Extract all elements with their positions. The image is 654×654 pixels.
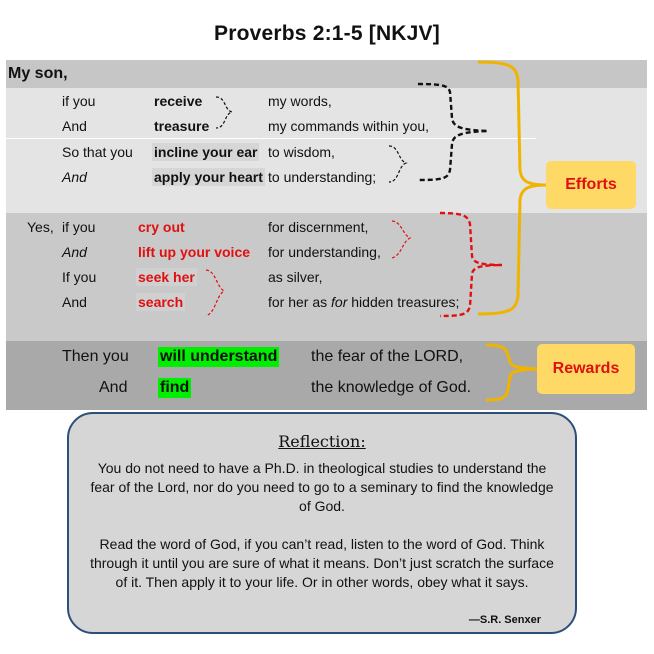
divider: [6, 138, 536, 139]
row-conj: If you: [62, 269, 97, 285]
band-efforts-2: [6, 213, 647, 341]
band-efforts-1: [6, 88, 647, 213]
intro-text: My son,: [8, 65, 68, 82]
reflection-paragraph-1: You do not need to have a Ph.D. in theol…: [90, 460, 554, 514]
small-brace-2: [388, 145, 408, 183]
page-title: Proverbs 2:1-5 [NKJV]: [214, 22, 440, 45]
row-verb: seek her: [136, 268, 197, 286]
row-verb: treasure: [154, 118, 210, 134]
black-brace: [417, 82, 489, 182]
efforts-brace: [477, 60, 547, 316]
row-conj: And: [62, 294, 87, 310]
row-verb: search: [136, 293, 186, 311]
reflection-signature: —S.R. Senxer: [468, 614, 541, 626]
small-brace-1: [215, 96, 233, 129]
row-object: as silver,: [268, 269, 323, 285]
efforts-label: Efforts: [546, 161, 636, 209]
reward-verb: will understand: [158, 347, 280, 367]
row-object: for her as for hidden treasures;: [268, 294, 460, 310]
row-conj: And: [62, 118, 87, 134]
row-verb: incline your ear: [152, 143, 260, 161]
reward-conj: Then you: [62, 348, 129, 365]
row-object: my commands within you,: [268, 118, 430, 134]
row-object: to understanding;: [268, 169, 377, 185]
rewards-label: Rewards: [537, 344, 635, 394]
row-conj: if you: [62, 219, 96, 235]
band-intro: [6, 60, 647, 88]
row-conj: And: [62, 169, 87, 185]
row-object: my words,: [268, 93, 332, 109]
row-object: to wisdom,: [268, 144, 335, 160]
reflection-box: Reflection: You do not need to have a Ph…: [67, 412, 577, 634]
row-conj: if you: [62, 93, 96, 109]
small-red-brace-1: [391, 220, 412, 259]
reflection-paragraph-2: Read the word of God, if you can’t read,…: [90, 536, 554, 590]
reward-conj: And: [99, 379, 128, 396]
row-verb: receive: [154, 93, 203, 109]
row-object: for understanding,: [268, 244, 381, 260]
small-red-brace-2: [205, 269, 226, 317]
reward-object: the knowledge of God.: [311, 379, 472, 396]
rewards-brace: [485, 343, 538, 402]
row-conj: So that you: [62, 144, 133, 160]
red-brace: [439, 211, 503, 318]
row-object: for discernment,: [268, 219, 369, 235]
reward-object: the fear of the LORD,: [311, 348, 464, 365]
row-verb: apply your heart: [152, 168, 265, 186]
row-verb: cry out: [138, 219, 185, 235]
reflection-title: Reflection:: [278, 432, 366, 451]
reward-verb: find: [158, 378, 192, 398]
row-verb: lift up your voice: [138, 244, 251, 260]
row-conj: And: [62, 244, 87, 260]
row-lead: Yes,: [27, 219, 54, 235]
